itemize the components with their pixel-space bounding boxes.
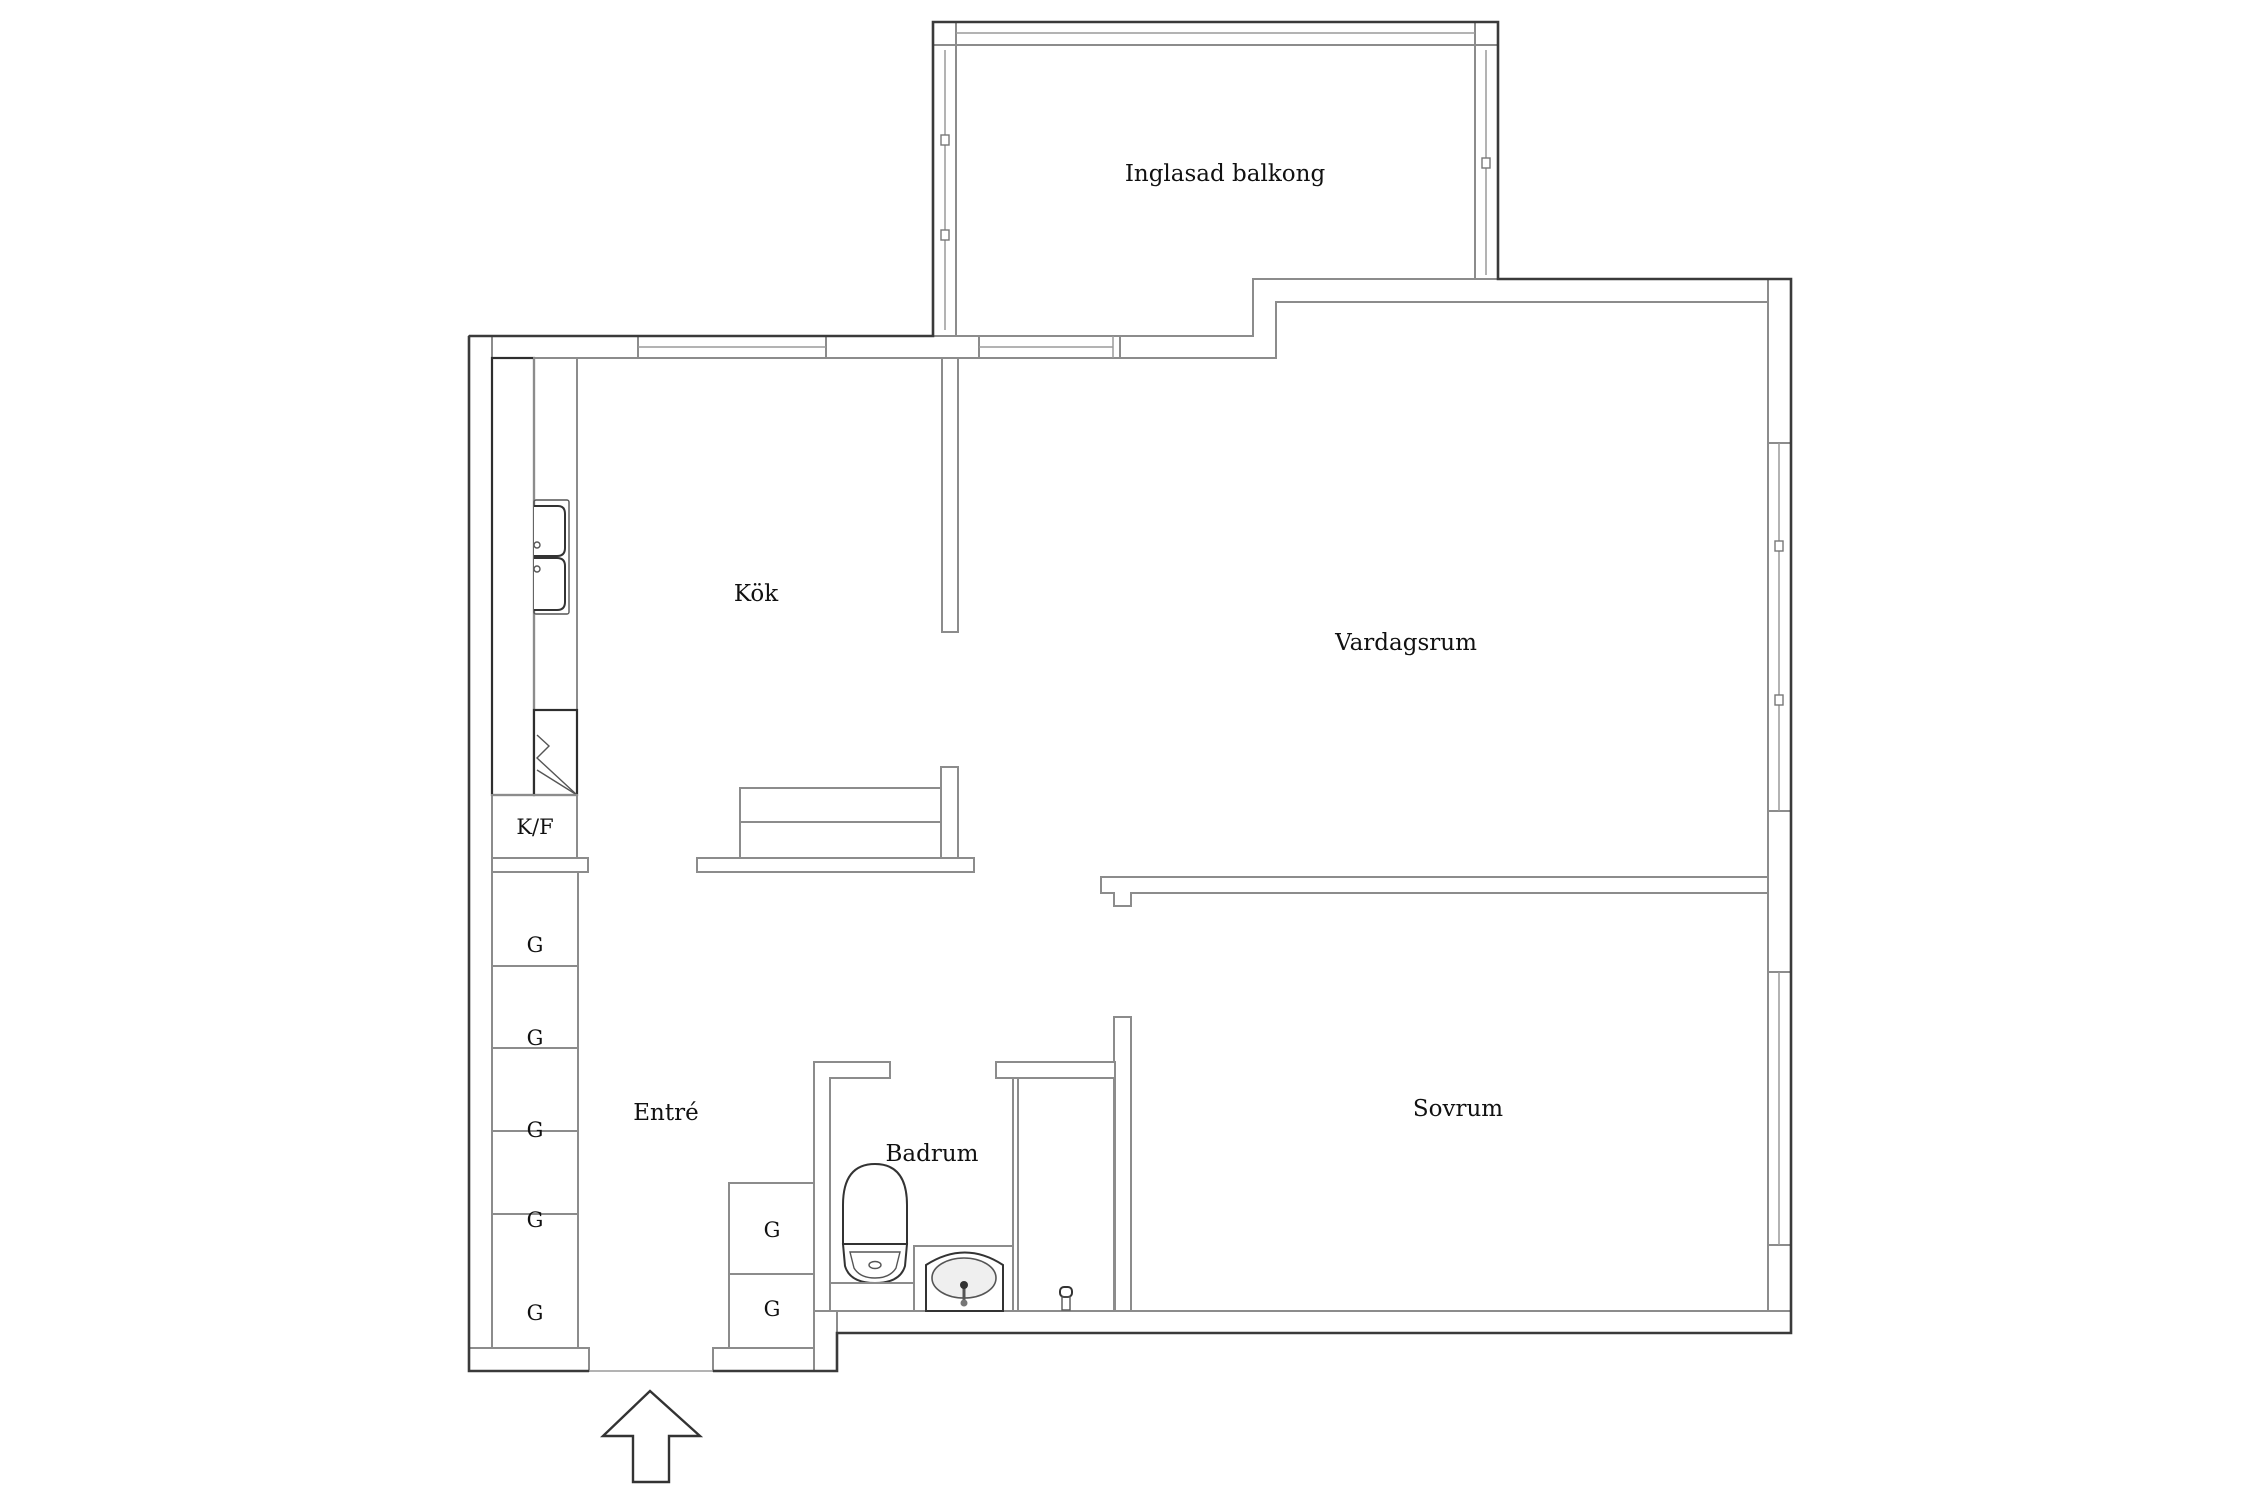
dishwasher-icon (532, 708, 579, 797)
fridge-freezer-label: K/F (516, 815, 553, 839)
wardrobe-label: G (527, 1301, 544, 1325)
wardrobe-label: G (527, 1118, 544, 1142)
kitchen-label: Kök (734, 581, 779, 607)
wardrobe-label: G (764, 1297, 781, 1321)
wardrobes-right: G G (728, 1182, 815, 1349)
fridge-freezer: K/F (491, 794, 578, 859)
entrance-arrow-icon (600, 1389, 704, 1484)
bottom-wall-left-a (468, 1347, 590, 1372)
entrance-wall-left (491, 857, 589, 873)
balcony-label: Inglasad balkong (1125, 161, 1326, 187)
toilet-icon (830, 1162, 914, 1285)
walls (468, 21, 1792, 1372)
window-hinge-icon (940, 229, 950, 241)
wardrobe-label: G (527, 933, 544, 957)
window-hinge-icon (1774, 540, 1784, 552)
entrance-wall-middle (696, 857, 975, 873)
kitchen-divider-wall (941, 357, 959, 633)
living-room-window (1767, 442, 1792, 812)
window-hinge-icon (1774, 694, 1784, 706)
wardrobes-left: G G G G G (491, 871, 579, 1349)
kitchen-bench (739, 787, 942, 859)
window-hinge-icon (940, 134, 950, 146)
living-bedroom-wall (1100, 876, 1769, 907)
bedroom-label: Sovrum (1413, 1096, 1503, 1122)
window-hinge-icon (1481, 157, 1491, 169)
kitchen-divider-stub (940, 766, 959, 859)
shower-drain-icon (1017, 1077, 1116, 1312)
washbasin-icon (913, 1245, 1014, 1312)
bedroom-window (1767, 971, 1792, 1246)
wardrobe-label: G (527, 1208, 544, 1232)
wardrobe-label: G (764, 1218, 781, 1242)
bathroom-label: Badrum (886, 1141, 979, 1167)
left-wall (468, 335, 493, 1372)
double-sink-icon (533, 499, 570, 615)
bottom-wall-step (813, 1310, 838, 1372)
balcony-door (978, 335, 1121, 359)
bottom-wall-right (836, 1310, 1792, 1334)
counter-top (490, 356, 536, 797)
kitchen-window (637, 335, 827, 359)
bedroom-left-wall (1113, 1016, 1132, 1312)
entrance-label: Entré (633, 1100, 698, 1126)
exterior-outline (467, 20, 1793, 1373)
kitchen-counter (490, 356, 579, 797)
wardrobe-label: G (527, 1026, 544, 1050)
bathroom-right-stub (995, 1061, 1116, 1079)
living-room-label: Vardagsrum (1334, 630, 1477, 656)
